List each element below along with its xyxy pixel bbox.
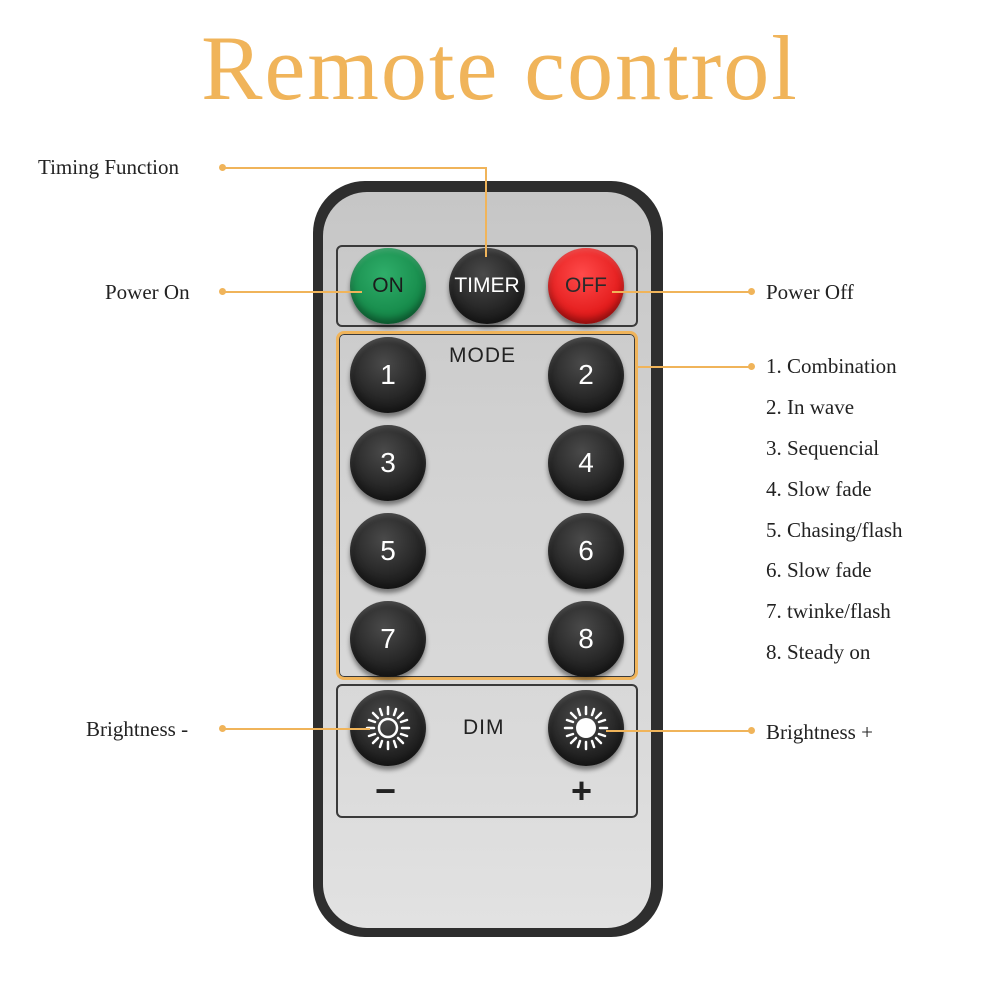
- timing-callout-line-h: [222, 167, 486, 169]
- power-on-label: Power On: [105, 280, 190, 304]
- mode-8-button[interactable]: 8: [548, 601, 624, 677]
- brightness-minus-callout-dot: [219, 725, 226, 732]
- mode-list-item-1: 1. Combination: [766, 354, 897, 378]
- dim-panel: [336, 684, 638, 818]
- brightness-plus-button[interactable]: [548, 690, 624, 766]
- mode-list-item-8: 8. Steady on: [766, 640, 871, 664]
- mode-5-button[interactable]: 5: [350, 513, 426, 589]
- timing-function-label: Timing Function: [38, 155, 180, 179]
- timing-callout-dot: [219, 164, 226, 171]
- power-on-callout-dot: [219, 288, 226, 295]
- mode-2-button[interactable]: 2: [548, 337, 624, 413]
- brightness-minus-button[interactable]: [350, 690, 426, 766]
- mode-list-item-4: 4. Slow fade: [766, 477, 872, 501]
- mode-1-button[interactable]: 1: [350, 337, 426, 413]
- mode-list-item-3: 3. Sequencial: [766, 436, 880, 460]
- power-off-callout-line: [612, 291, 752, 293]
- mode-4-button[interactable]: 4: [548, 425, 624, 501]
- brightness-plus-callout-dot: [748, 727, 755, 734]
- power-off-button[interactable]: OFF: [548, 248, 624, 324]
- mode-7-button[interactable]: 7: [350, 601, 426, 677]
- sun-filled-icon: [563, 705, 609, 751]
- mode-label: MODE: [449, 344, 516, 367]
- mode-list-item-5: 5. Chasing/flash: [766, 518, 903, 542]
- mode-list-item-7: 7. twinke/flash: [766, 599, 891, 623]
- mode-6-button[interactable]: 6: [548, 513, 624, 589]
- mode-callout-line: [638, 366, 752, 368]
- brightness-plus-label: Brightness +: [766, 720, 873, 744]
- brightness-minus-callout-line: [222, 728, 370, 730]
- mode-callout-dot: [748, 363, 755, 370]
- power-on-button[interactable]: ON: [350, 248, 426, 324]
- mode-list-item-2: 2. In wave: [766, 395, 855, 419]
- power-off-callout-dot: [748, 288, 755, 295]
- brightness-minus-label: Brightness -: [86, 717, 189, 741]
- power-panel: [336, 245, 638, 327]
- dim-label: DIM: [463, 716, 505, 739]
- minus-symbol: −: [375, 770, 397, 811]
- timer-button[interactable]: TIMER: [449, 248, 525, 324]
- power-on-callout-line: [222, 291, 362, 293]
- sun-outline-icon: [365, 705, 411, 751]
- mode-list-item-6: 6. Slow fade: [766, 558, 872, 582]
- mode-panel: [336, 331, 638, 680]
- brightness-plus-callout-line: [606, 730, 752, 732]
- timing-callout-line-v: [485, 167, 487, 257]
- plus-symbol: +: [571, 770, 593, 811]
- power-off-label: Power Off: [766, 280, 854, 304]
- mode-3-button[interactable]: 3: [350, 425, 426, 501]
- page-title: Remote control: [201, 17, 799, 119]
